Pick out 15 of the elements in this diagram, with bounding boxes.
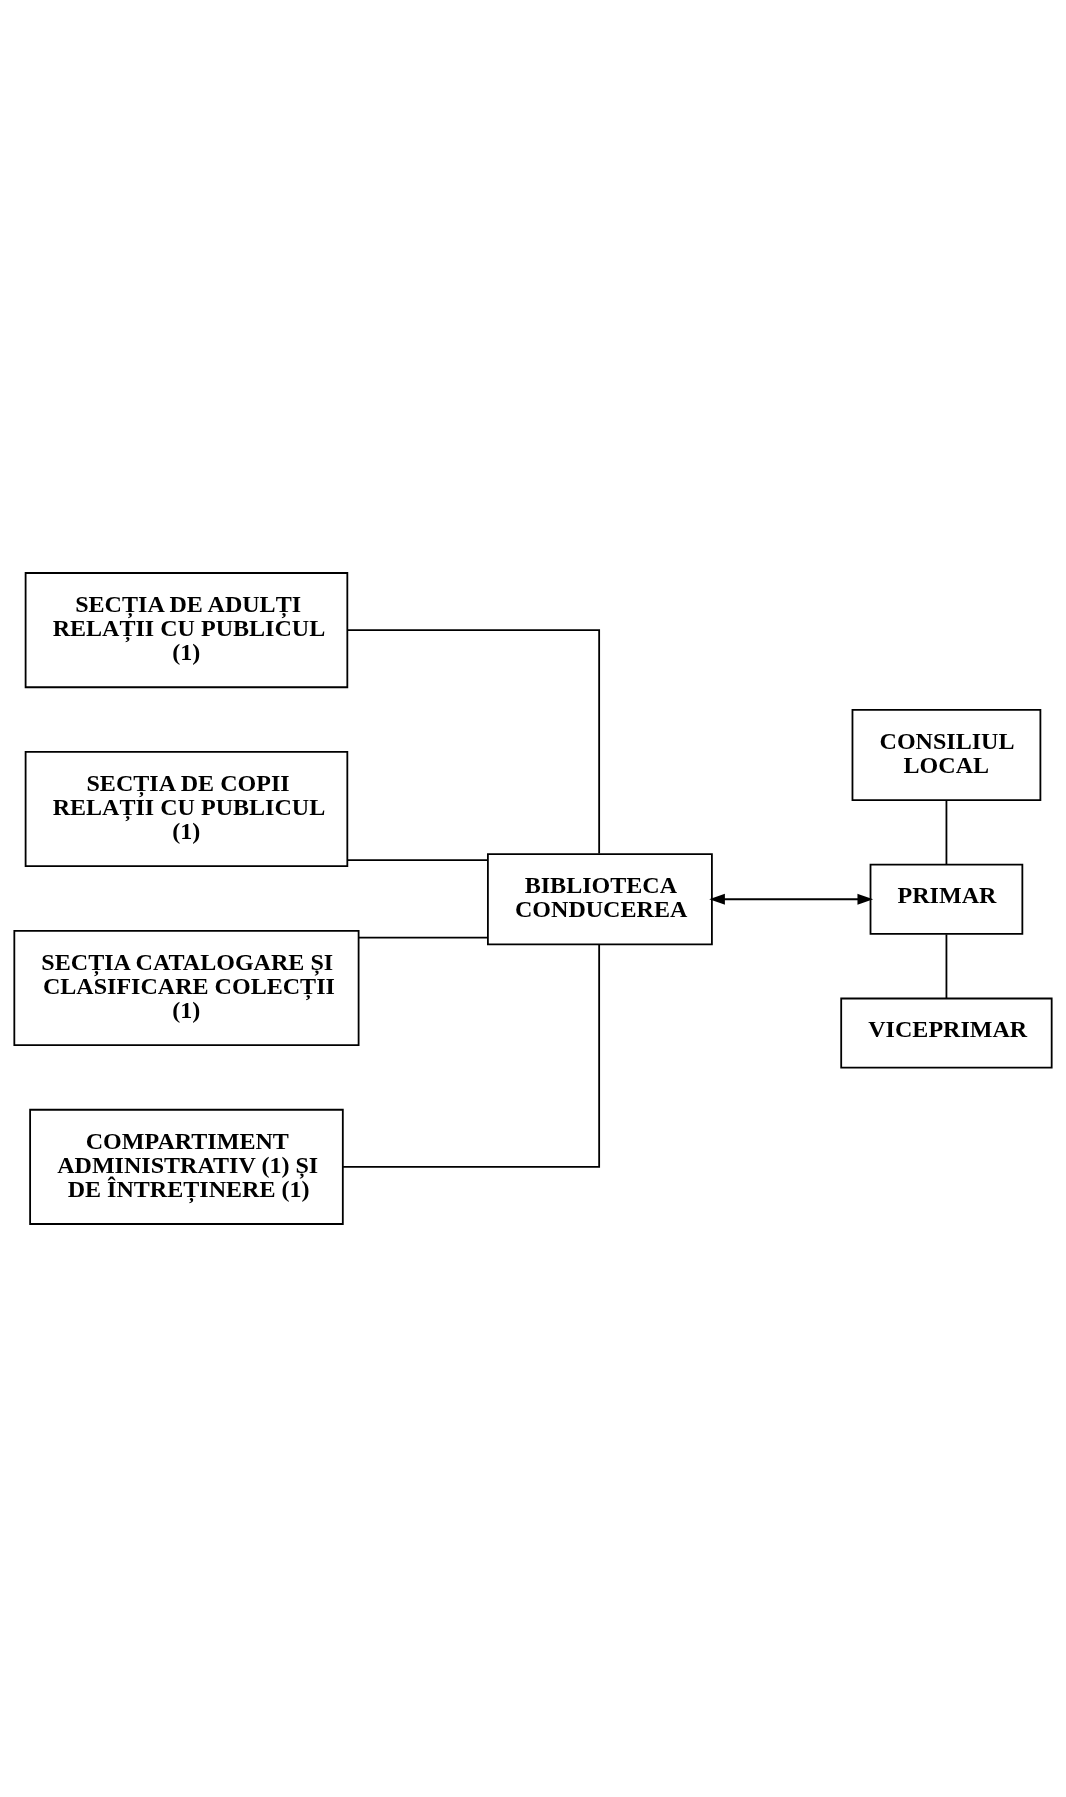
connector <box>346 629 601 855</box>
connector <box>342 943 601 1168</box>
node-box: SECȚIA DE ADULȚI RELAȚII CU PUBLICUL (1) <box>24 572 349 689</box>
node-box: BIBLIOTECA CONDUCEREA <box>487 853 713 946</box>
node-box: SECȚIA CATALOGARE ȘI CLASIFICARE COLECȚII (1) <box>13 929 360 1046</box>
arrow <box>709 893 874 905</box>
node-box: SECȚIA DE COPII RELAȚII CU PUBLICUL (1) <box>24 751 349 868</box>
connector <box>945 799 948 866</box>
node-box: PRIMAR <box>869 863 1024 935</box>
node-box: COMPARTIMENT ADMINISTRATIV (1) ȘI DE ÎNTREȚINERE (1) <box>29 1108 344 1225</box>
node-box: CONSILIUL LOCAL <box>851 708 1042 801</box>
connector <box>346 859 489 862</box>
node-box: VICEPRIMAR <box>840 997 1053 1069</box>
connector <box>357 936 489 939</box>
connector <box>945 933 948 1000</box>
